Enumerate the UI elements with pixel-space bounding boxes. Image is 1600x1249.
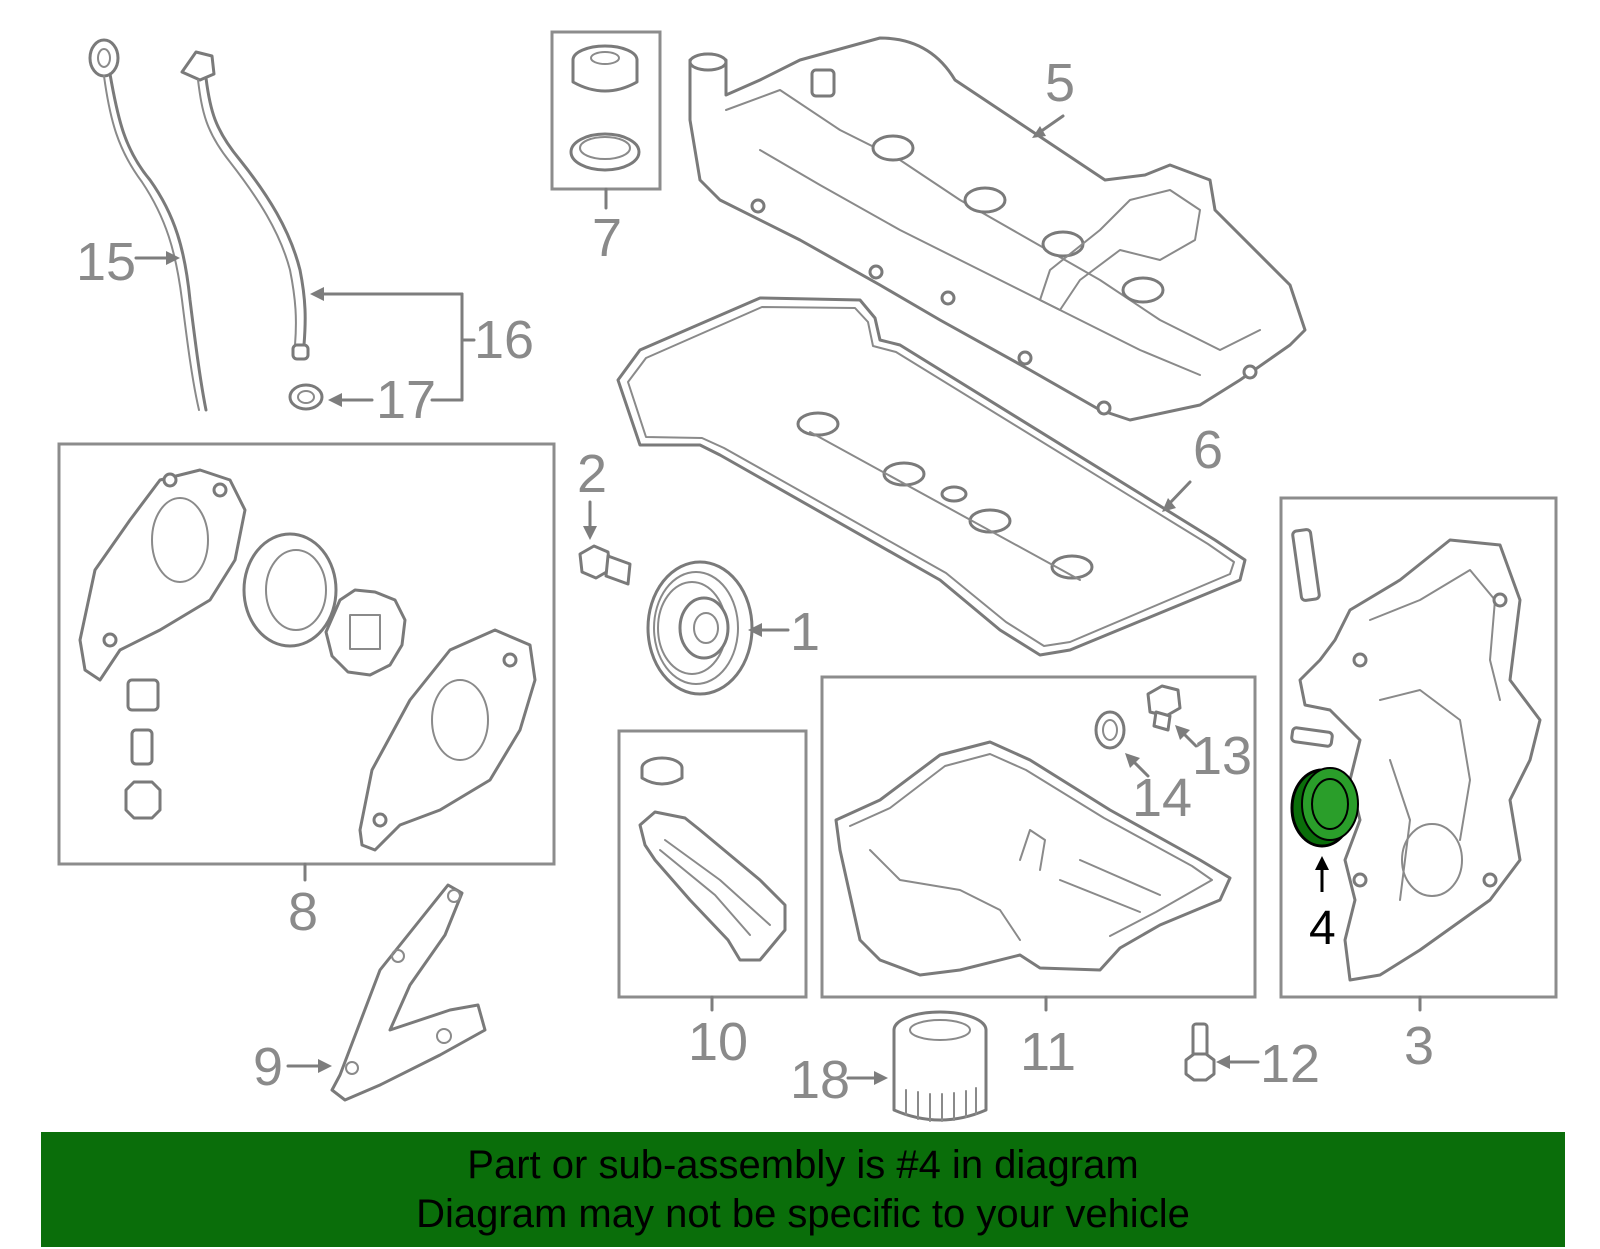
- callout-1: 1: [790, 602, 820, 662]
- callout-4: 4: [1309, 902, 1336, 955]
- valve-cover-part-5[interactable]: [688, 36, 1307, 422]
- oil-filler-cap-part-7[interactable]: [569, 44, 641, 172]
- valve-cover-gasket-part-6[interactable]: [616, 296, 1247, 657]
- callout-18: 18: [790, 1050, 850, 1110]
- oil-pump-gasket-part-9[interactable]: [330, 883, 487, 1102]
- callout-11: 11: [1020, 1022, 1076, 1082]
- callout-17: 17: [376, 370, 436, 430]
- callout-13: 13: [1192, 726, 1252, 786]
- callout-14: 14: [1132, 768, 1192, 828]
- timing-cover-part-3[interactable]: [1290, 528, 1542, 982]
- banner-line-2: Diagram may not be specific to your vehi…: [416, 1191, 1190, 1236]
- dipstick-tube-part-16[interactable]: [180, 50, 310, 361]
- callout-6: 6: [1193, 420, 1223, 480]
- oil-filter-part-18[interactable]: [892, 1010, 988, 1122]
- drain-washer-part-14[interactable]: [1094, 710, 1126, 750]
- dipstick-part-15[interactable]: [88, 38, 208, 412]
- crankshaft-pulley-part-1[interactable]: [646, 560, 754, 696]
- front-crank-seal-part-4[interactable]: [1290, 767, 1359, 848]
- callout-5: 5: [1045, 53, 1075, 113]
- callout-3: 3: [1404, 1016, 1434, 1076]
- bolt-part-12[interactable]: [1184, 1022, 1216, 1082]
- callout-2: 2: [577, 444, 607, 504]
- pulley-bolt-part-2[interactable]: [578, 544, 632, 586]
- callout-10: 10: [688, 1012, 748, 1072]
- oil-strainer-part-10[interactable]: [638, 756, 787, 962]
- oil-pump-part-8[interactable]: [78, 468, 537, 852]
- callout-9: 9: [253, 1037, 283, 1097]
- banner-line-1: Part or sub-assembly is #4 in diagram: [467, 1142, 1139, 1187]
- callout-8: 8: [288, 882, 318, 942]
- oil-pan-part-11[interactable]: [834, 740, 1232, 977]
- callout-15: 15: [76, 232, 136, 292]
- callout-7: 7: [592, 208, 622, 268]
- callout-16: 16: [474, 310, 534, 370]
- washer-part-17[interactable]: [288, 383, 324, 411]
- drain-plug-part-13[interactable]: [1146, 684, 1182, 732]
- info-banner: Part or sub-assembly is #4 in diagram Di…: [41, 1132, 1565, 1247]
- box-part-11: [820, 675, 1257, 999]
- callout-12: 12: [1260, 1034, 1320, 1094]
